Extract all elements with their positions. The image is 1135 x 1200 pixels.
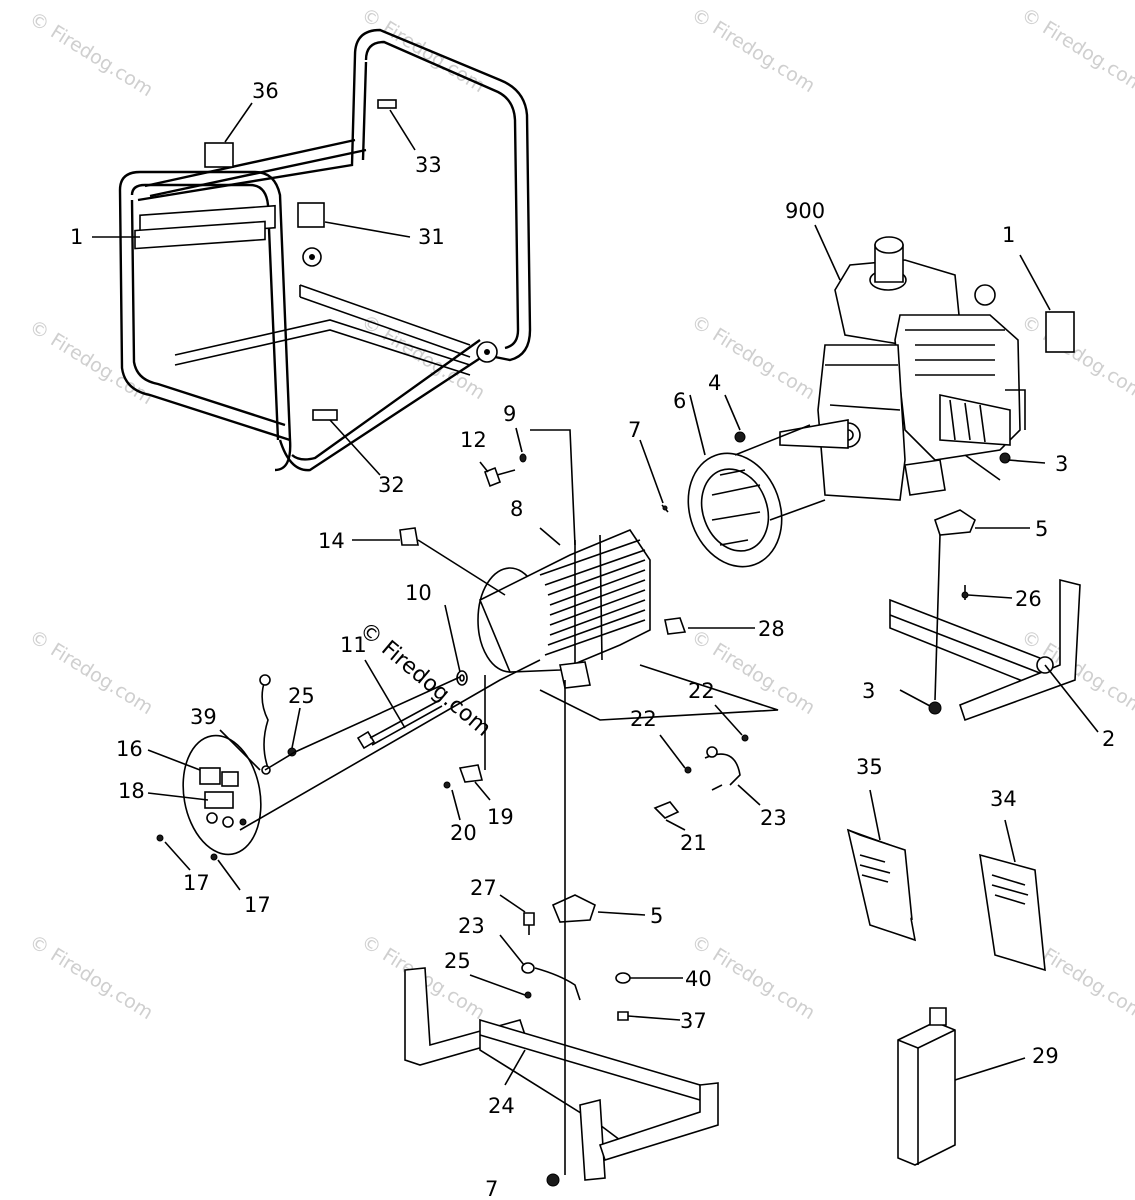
callout-8: 8 <box>510 497 523 521</box>
owner-manual-35 <box>846 828 917 942</box>
callout-12: 12 <box>460 428 487 452</box>
callout-24: 24 <box>488 1094 515 1118</box>
callout-32: 32 <box>378 473 405 497</box>
callout-7: 7 <box>628 418 641 442</box>
callout-25-lower: 25 <box>444 949 471 973</box>
callout-35: 35 <box>856 755 883 779</box>
watermark-text: © Firedog.com <box>687 626 818 720</box>
engine-900 <box>779 236 1026 501</box>
callout-3-upper: 3 <box>1055 452 1068 476</box>
callout-28: 28 <box>758 617 785 641</box>
watermark-text: © Firedog.com <box>25 626 156 720</box>
callout-31: 31 <box>418 225 445 249</box>
callout-3-lower: 3 <box>862 679 875 703</box>
watermark-text: © Firedog.com <box>25 316 156 410</box>
decal-36 <box>204 142 234 168</box>
control-panel-16 <box>156 674 271 861</box>
watermark-text: © Firedog.com <box>25 8 156 102</box>
callout-19: 19 <box>487 805 514 829</box>
callout-36: 36 <box>252 79 279 103</box>
callout-2: 2 <box>1102 727 1115 751</box>
callout-labels: 36 33 1 31 32 900 1 3 5 26 3 2 4 6 7 9 1… <box>70 79 1115 1200</box>
callout-22-right: 22 <box>688 679 715 703</box>
leader-lines <box>92 102 1099 1175</box>
owner-manual-34 <box>979 853 1046 972</box>
base-frame-lower <box>404 967 719 1181</box>
callout-10: 10 <box>405 581 432 605</box>
callout-20: 20 <box>450 821 477 845</box>
decal-parts <box>204 99 1075 421</box>
callout-23-upper: 23 <box>760 806 787 830</box>
callout-1-engine: 1 <box>1002 223 1015 247</box>
callout-5-lower: 5 <box>650 904 663 928</box>
callout-21: 21 <box>680 831 707 855</box>
callout-40: 40 <box>685 967 712 991</box>
callout-25-upper: 25 <box>288 684 315 708</box>
callout-27: 27 <box>470 876 497 900</box>
callout-39: 39 <box>190 705 217 729</box>
callout-22-left: 22 <box>630 707 657 731</box>
oil-bottle-29 <box>897 1007 956 1166</box>
callout-26: 26 <box>1015 587 1042 611</box>
small-hardware <box>287 453 749 1187</box>
frame-assembly <box>118 28 532 472</box>
callout-23-lower: 23 <box>458 914 485 938</box>
callout-16: 16 <box>116 737 143 761</box>
watermark-text: © Firedog.com <box>1017 4 1135 98</box>
callout-17-right: 17 <box>244 893 271 917</box>
watermark-text: © Firedog.com <box>687 4 818 98</box>
callout-29: 29 <box>1032 1044 1059 1068</box>
callout-900: 900 <box>785 199 825 223</box>
callout-5-upper: 5 <box>1035 517 1048 541</box>
callout-11: 11 <box>340 633 367 657</box>
watermark-text: © Firedog.com <box>357 4 488 98</box>
callout-17-left: 17 <box>183 871 210 895</box>
watermark-text: © Firedog.com <box>1017 311 1135 405</box>
callout-1-frame: 1 <box>70 225 83 249</box>
callout-4: 4 <box>708 371 721 395</box>
callout-37: 37 <box>680 1009 707 1033</box>
callout-14: 14 <box>318 529 345 553</box>
callout-33: 33 <box>415 153 442 177</box>
callout-34: 34 <box>990 787 1017 811</box>
callout-6: 6 <box>673 389 686 413</box>
callout-18: 18 <box>118 779 145 803</box>
callout-7-bottom: 7 <box>485 1177 498 1200</box>
decal-31 <box>297 202 325 228</box>
callout-9: 9 <box>503 402 516 426</box>
alternator-assembly <box>399 431 783 689</box>
watermark-text: © Firedog.com <box>25 931 156 1025</box>
decal-33 <box>377 99 397 109</box>
decal-1-right <box>1045 311 1075 353</box>
decal-32 <box>312 409 338 421</box>
